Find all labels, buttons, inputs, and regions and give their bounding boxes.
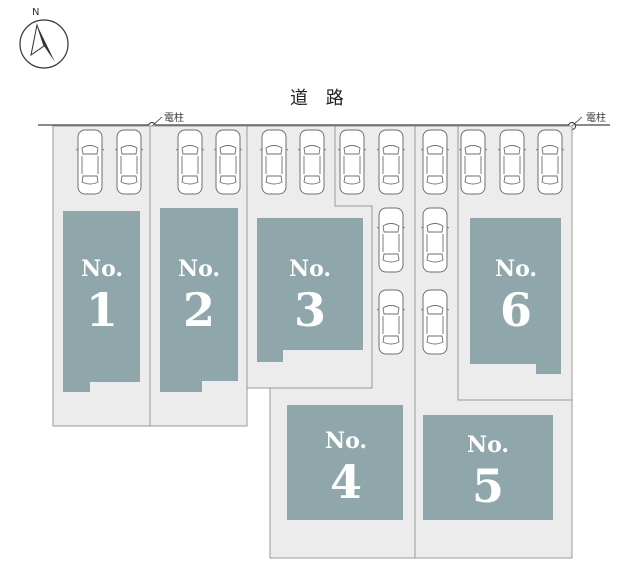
- building-2: [160, 208, 238, 392]
- car-icon: [497, 129, 527, 195]
- lot-4-number: 4: [330, 455, 362, 509]
- car-icon: [175, 129, 205, 195]
- compass-needle-back-icon: [30, 23, 45, 57]
- building-labels: No. 1 No. 2 No. 3 No. 4 No. 5 No. 6: [81, 256, 537, 513]
- car-icon: [420, 207, 450, 273]
- parking-spaces: [75, 129, 565, 355]
- building-3: [257, 218, 363, 362]
- car-icon: [376, 129, 406, 195]
- pole-leader-line: [151, 116, 163, 127]
- car-icon: [420, 129, 450, 195]
- buildings: [63, 208, 561, 520]
- car-icon: [75, 129, 105, 195]
- lot-6-prefix: No.: [495, 256, 537, 282]
- lot-3-prefix: No.: [289, 256, 331, 282]
- utility-pole-label: 電柱: [586, 111, 606, 124]
- car-icon: [337, 129, 367, 195]
- utility-pole-right: 電柱: [568, 111, 606, 130]
- car-icon: [376, 289, 406, 355]
- utility-pole-label: 電柱: [164, 111, 184, 124]
- compass-north-label: N: [32, 7, 39, 18]
- lot-1-prefix: No.: [81, 256, 123, 282]
- building-5: [423, 415, 553, 520]
- compass: N: [19, 7, 69, 69]
- lot-5-prefix: No.: [467, 432, 509, 458]
- lot-3-number: 3: [294, 283, 326, 337]
- building-6: [470, 218, 561, 374]
- lot-5-number: 5: [472, 459, 504, 513]
- car-icon: [420, 289, 450, 355]
- lot-1-number: 1: [86, 283, 118, 337]
- road-label: 道 路: [290, 88, 350, 109]
- car-icon: [259, 129, 289, 195]
- lot-4-prefix: No.: [325, 428, 367, 454]
- compass-needle-icon: [37, 25, 55, 62]
- compass-ring: [19, 19, 69, 69]
- building-4: [287, 405, 403, 520]
- lot-2-prefix: No.: [178, 256, 220, 282]
- car-icon: [535, 129, 565, 195]
- lot-6-number: 6: [500, 283, 532, 337]
- car-icon: [376, 207, 406, 273]
- building-1: [63, 211, 140, 392]
- car-icon: [114, 129, 144, 195]
- car-icon: [213, 129, 243, 195]
- car-icon: [458, 129, 488, 195]
- car-icon: [297, 129, 327, 195]
- pole-leader-line: [571, 116, 583, 127]
- lot-2-number: 2: [183, 283, 215, 337]
